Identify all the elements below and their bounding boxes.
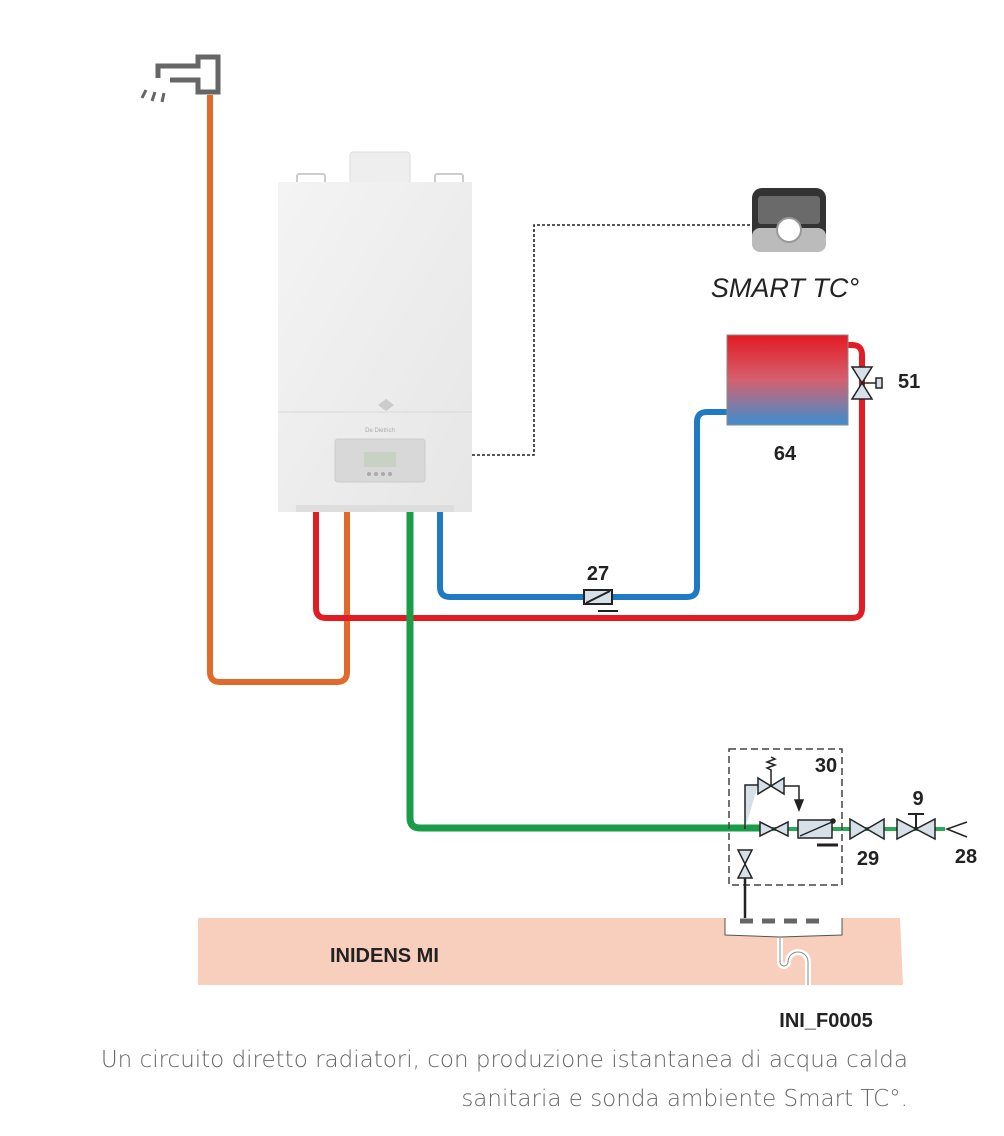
- boiler: De Dietrich: [278, 151, 472, 512]
- inlet-28-label: 28: [955, 846, 977, 868]
- heating-return-pipe: [437, 409, 728, 600]
- radiator: [726, 334, 849, 426]
- group-30-box: [728, 748, 843, 886]
- boiler-brand-logo: De Dietrich: [365, 428, 395, 434]
- boiler-display: [364, 452, 396, 467]
- pump-27-label: 27: [587, 563, 609, 585]
- group-30-label: 30: [815, 755, 837, 777]
- valve-9-label: 9: [912, 788, 923, 810]
- boiler-buttons: [367, 472, 392, 476]
- safety-valve-group-icon: [736, 756, 838, 925]
- caption-line-2: sanitaria e sonda ambiente Smart TC°.: [461, 1086, 908, 1112]
- stop-valve-9-icon: [896, 813, 936, 841]
- valve-29-label: 29: [857, 848, 879, 870]
- drain-band: [198, 918, 903, 985]
- inlet-28-icon: [944, 821, 968, 838]
- hot-water-pipe: [207, 95, 350, 685]
- pump-27-icon: [583, 589, 618, 612]
- valve-51-label: 51: [898, 371, 920, 393]
- caption-line-1: Un circuito diretto radiatori, con produ…: [100, 1047, 908, 1073]
- cold-water-pipe: [406, 510, 760, 832]
- smart-tc-thermostat: [752, 188, 826, 252]
- figure-code: INI_F0005: [779, 1010, 872, 1032]
- valve-51-icon: [850, 366, 883, 400]
- check-valve-29-icon: [849, 817, 885, 841]
- thermostat-label: SMART TC°: [711, 273, 860, 303]
- heating-flow-pipe: [313, 342, 865, 621]
- faucet-icon: [140, 54, 221, 103]
- radiator-label: 64: [774, 443, 797, 465]
- thermostat-cable: [472, 224, 752, 456]
- drain-label: INIDENS MI: [330, 945, 439, 967]
